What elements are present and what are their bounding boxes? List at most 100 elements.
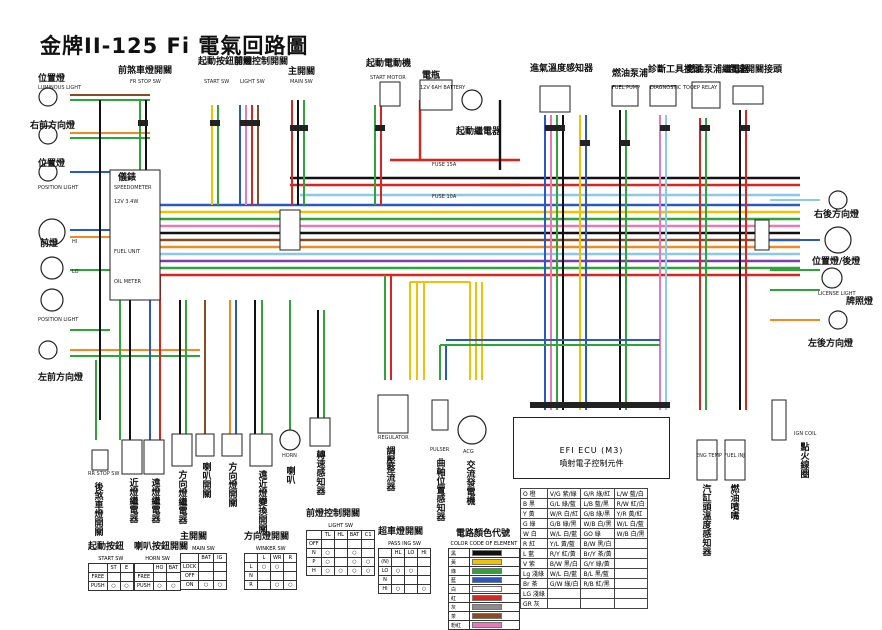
switch-cell: [361, 539, 376, 549]
switch-cell: LOCK: [179, 562, 200, 572]
switch-col-header: HO: [152, 563, 167, 573]
left-rear-turn-label: 左後方向燈: [808, 339, 854, 349]
legend-cell: GR 灰: [520, 598, 548, 609]
high-beam-relay-label: 遠燈繼電器: [149, 478, 160, 523]
switch-row: PUSH○○: [134, 581, 182, 591]
switch-row: (N): [378, 557, 431, 567]
speedometer-en: SPEEDOMETER: [114, 185, 152, 191]
switch-cell: ○: [269, 580, 285, 590]
fuel-pump-en: FUEL PUMP: [612, 85, 641, 91]
switch-cell: [333, 557, 348, 567]
legend-cell: L 藍: [520, 548, 548, 559]
diag-tool-label: 診斷工具接頭: [648, 65, 703, 75]
color-swatch: [472, 612, 503, 619]
switch-col-header: [244, 553, 258, 563]
efi-ecu: EFI ECU (M3) 噴射電子控制元件: [513, 417, 670, 479]
switch-col-header: BAT: [346, 530, 363, 540]
legend-cell: R/W 紅/白: [613, 498, 648, 509]
legend-cell: [613, 568, 648, 579]
switch-row: LO○○: [378, 566, 431, 576]
switch-cell: [119, 572, 134, 582]
switch-cell: ○: [391, 584, 405, 594]
switch-row: N: [244, 571, 298, 581]
switch-cell: [198, 562, 214, 572]
idle-switch-label: 怠速開關接頭: [728, 65, 783, 75]
switch-cell: [257, 580, 271, 590]
legend-cell: L/W 藍/白: [613, 488, 648, 499]
switch-table-en: WINKER SW: [255, 546, 286, 552]
color-code-row: 黑: [447, 548, 520, 558]
switch-cell: [404, 557, 418, 567]
legend-cell: G/B 綠/黑: [580, 508, 615, 519]
injector-label: 燃油噴嘴: [728, 484, 739, 520]
position-rear-label: 位置燈/後燈: [812, 257, 861, 267]
switch-table-en: MAIN SW: [192, 546, 215, 552]
main-switch-en: MAIN SW: [290, 79, 313, 85]
switch-col-header: [306, 530, 322, 540]
switch-cell: ○: [269, 562, 285, 572]
color-code-row: 綠: [447, 566, 520, 576]
switch-cell: [257, 571, 271, 581]
switch-cell: LO: [378, 566, 392, 576]
turn-relay-label: 方向燈繼電器: [176, 470, 187, 524]
switch-col-header: ST: [106, 563, 121, 573]
legend-cell: G/R 綠/紅: [580, 488, 615, 499]
switch-cell: PUSH: [88, 581, 108, 591]
switch-col-header: HL: [391, 548, 405, 558]
switch-cell: [283, 562, 298, 572]
switch-col-header: R: [283, 553, 298, 563]
switch-row: PUSH○○: [88, 581, 134, 591]
start-button-en: START SW: [204, 79, 230, 85]
switch-cell: ○: [417, 584, 431, 594]
switch-table-en: PASS ING SW: [388, 541, 421, 547]
switch-cell: [333, 548, 348, 558]
position-light2-label: 位置燈: [38, 159, 66, 169]
legend-cell: B 黑: [520, 498, 548, 509]
legend-cell: R/Y 紅/黃: [546, 548, 582, 559]
switch-cell: FREE: [88, 572, 108, 582]
legend-cell: Y 黃: [520, 508, 548, 519]
switch-col-header: BAT: [198, 553, 214, 563]
switch-cell: N: [378, 575, 392, 585]
color-code-name: 茶: [447, 611, 471, 621]
right-front-turn-label: 右前方向燈: [30, 121, 76, 131]
legend-cell: G/Y 綠/黃: [580, 558, 615, 569]
legend-cell: O 橙: [520, 488, 548, 499]
front-brake-switch-en: FR STOP SW: [130, 79, 161, 85]
switch-cell: [361, 548, 376, 558]
switch-row: LOCK: [179, 562, 227, 572]
oil-meter-label: OIL METER: [114, 279, 141, 285]
switch-cell: ○: [333, 566, 348, 576]
legend-cell: L/B 藍/黑: [580, 498, 615, 509]
low-beam-relay-label: 近燈繼電器: [127, 478, 138, 523]
switch-cell: ○: [346, 557, 363, 567]
switch-table-en: START SW: [98, 556, 124, 562]
switch-cell: OFF: [306, 539, 322, 549]
fuse-15a: FUSE 15A: [432, 162, 457, 168]
switch-row: HI○○: [378, 584, 431, 594]
color-code-row: 黃: [447, 557, 520, 567]
switch-cell: H: [306, 566, 322, 576]
switch-cell: ON: [179, 580, 200, 590]
switch-table-title: 超車燈開關: [378, 527, 424, 537]
switch-row: OFF: [179, 571, 227, 581]
color-code-row: 茶: [447, 611, 520, 621]
switch-cell: ○: [119, 581, 134, 591]
legend-cell: Lg 淺綠: [520, 568, 548, 579]
color-code-row: 粉紅: [447, 620, 520, 630]
switch-cell: [152, 572, 167, 582]
right-rear-turn-label: 右後方向燈: [814, 210, 860, 220]
headlight-label: 前燈: [40, 239, 59, 249]
switch-row: H○○○○: [306, 566, 376, 576]
switch-table-title: 方向燈開關: [244, 532, 290, 542]
color-code-sub: COLOR CODE OF ELEMENT: [450, 541, 518, 547]
pump-relay-en: FP RELAY: [694, 85, 718, 91]
acg-label: 交流發電機: [464, 460, 475, 505]
